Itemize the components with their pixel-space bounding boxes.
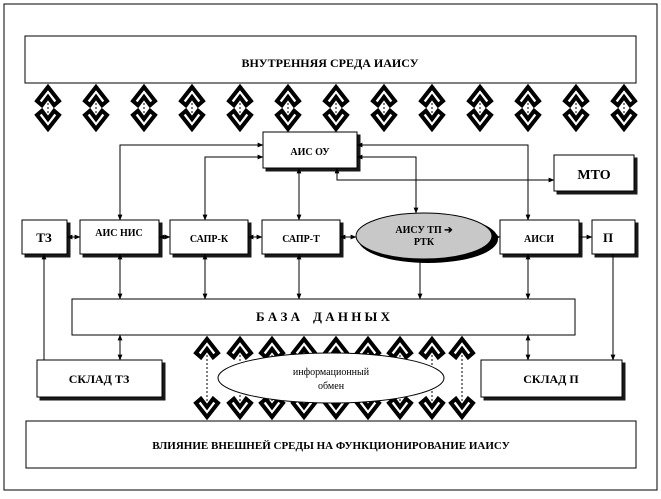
top-double-arrow-2 xyxy=(82,83,110,133)
top-double-arrow-13 xyxy=(610,83,638,133)
database-block xyxy=(71,298,576,336)
aisou-aisnis-link xyxy=(117,142,264,221)
ais-nis-label: АИС НИС xyxy=(95,228,143,239)
aisou-mto-link xyxy=(334,167,555,183)
top-double-arrow-12 xyxy=(562,83,590,133)
p-block xyxy=(591,219,636,255)
external-environment-label: ВЛИЯНИЕ ВНЕШНЕЙ СРЕДЫ НА ФУНКЦИОНИРОВАНИ… xyxy=(152,440,510,452)
sklad-p-block xyxy=(480,359,623,398)
top-double-arrow-11 xyxy=(514,83,542,133)
sapr-t-label: САПР-Т xyxy=(282,234,320,245)
sapr-k-block xyxy=(169,219,249,255)
aisou-aisutp-link xyxy=(356,154,419,214)
aisou-saprk-link xyxy=(202,154,264,221)
aisi-label: АИСИ xyxy=(524,234,554,245)
aisu-tp-ellipse xyxy=(355,212,493,260)
info-exchange-line1: информационный xyxy=(293,367,370,378)
internal-environment-label: ВНУТРЕННЯЯ СРЕДА ИАИСУ xyxy=(241,56,418,70)
bottom-double-arrow-6 xyxy=(354,335,382,421)
aisi-block xyxy=(499,219,580,255)
top-double-arrow-10 xyxy=(466,83,494,133)
top-exchange-arrows xyxy=(34,83,638,133)
bottom-double-arrow-2 xyxy=(226,335,254,421)
top-double-arrow-5 xyxy=(226,83,254,133)
ais-ou-block xyxy=(262,131,358,169)
sklad-tz-label: СКЛАД ТЗ xyxy=(69,372,130,386)
aisu-tp-label: АИСУ ТП ➔ xyxy=(395,225,453,236)
top-double-arrow-8 xyxy=(370,83,398,133)
internal-environment-band xyxy=(24,35,637,84)
sklad-tz-block xyxy=(36,359,163,398)
bottom-double-arrow-9 xyxy=(448,335,476,421)
connectors xyxy=(41,142,616,361)
ais-nis-block xyxy=(79,219,160,255)
bottom-double-arrow-7 xyxy=(386,335,414,421)
top-double-arrow-6 xyxy=(274,83,302,133)
mto-block xyxy=(553,154,635,192)
bottom-double-arrow-8 xyxy=(418,335,446,421)
bottom-exchange-arrows xyxy=(193,335,476,421)
top-double-arrow-1 xyxy=(34,83,62,133)
outer-frame xyxy=(3,3,658,491)
bottom-double-arrow-3 xyxy=(258,335,286,421)
info-exchange-line2: обмен xyxy=(318,381,345,392)
sklad-p-label: СКЛАД П xyxy=(523,372,579,386)
bottom-double-arrow-1 xyxy=(193,335,221,421)
aisou-aisi-link xyxy=(356,142,531,221)
rtk-label: РТК xyxy=(414,237,435,248)
database-label: Б А З А Д А Н Н Ы Х xyxy=(256,309,391,324)
info-exchange-ellipse xyxy=(217,352,445,404)
top-double-arrow-7 xyxy=(322,83,350,133)
top-double-arrow-4 xyxy=(178,83,206,133)
external-environment-band xyxy=(25,420,637,469)
top-double-arrow-3 xyxy=(130,83,158,133)
top-double-arrow-9 xyxy=(418,83,446,133)
mto-label: МТО xyxy=(577,168,610,183)
tz-label: ТЗ xyxy=(36,230,52,245)
sapr-k-label: САПР-К xyxy=(190,234,229,245)
tz-block xyxy=(21,219,68,255)
p-label: П xyxy=(603,230,613,245)
ais-ou-label: АИС ОУ xyxy=(290,147,330,158)
